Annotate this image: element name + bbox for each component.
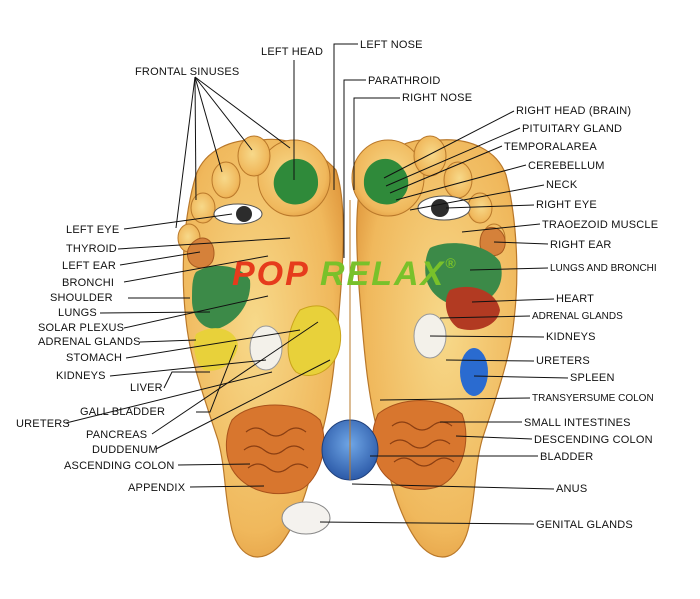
label-gall-bladder: GALL BLADDER [80,406,166,418]
left-head-zone [273,158,319,205]
left-liver-zone [194,328,238,371]
label-neck: NECK [546,179,578,191]
label-lungs-and-bronchi: LUNGS AND BRONCHI [550,263,657,274]
label-frontal-sinuses: FRONTAL SINUSES [135,66,240,78]
label-left-ear: LEFT EAR [62,260,116,272]
label-appendix: APPENDIX [128,482,186,494]
label-spleen: SPLEEN [570,372,615,384]
label-kidneys-right: KIDNEYS [546,331,596,343]
label-temporal-area: TEMPORALAREA [504,141,597,153]
right-head-zone [363,158,409,205]
left-stomach-zone [287,305,342,377]
left-toe-4 [190,192,216,224]
label-lungs: LUNGS [58,307,97,319]
right-spleen-zone [460,348,488,396]
label-kidneys-left: KIDNEYS [56,370,106,382]
left-genital-zone [281,501,331,535]
label-adrenal-glands-right: ADRENAL GLANDS [532,311,623,322]
label-right-head: RIGHT HEAD (BRAIN) [516,105,632,117]
label-right-ear: RIGHT EAR [550,239,612,251]
label-ureters-left: URETERS [16,418,70,430]
label-left-nose: LEFT NOSE [360,39,423,51]
brand-word-relax: RELAX [320,255,446,293]
label-descending-colon: DESCENDING COLON [534,434,653,446]
right-toe-4 [467,192,493,224]
right-toe-3 [443,161,473,199]
label-shoulder: SHOULDER [50,292,113,304]
right-intestine-zone [371,400,467,490]
label-adrenal-glands-left: ADRENAL GLANDS [38,336,141,348]
label-pancreas: PANCREAS [86,429,148,441]
label-ureters-right: URETERS [536,355,590,367]
left-lung-zone [192,265,251,329]
label-liver: LIVER [130,382,163,394]
label-small-intestines: SMALL INTESTINES [524,417,631,429]
label-ascending-colon: ASCENDING COLON [64,460,175,472]
label-cerebellum: CEREBELLUM [528,160,605,172]
label-anus: ANUS [556,483,588,495]
label-heart: HEART [556,293,595,305]
label-thyroid: THYROID [66,243,117,255]
label-genital-glands: GENITAL GLANDS [536,519,633,531]
label-stomach: STOMACH [66,352,123,364]
leader-lines [65,43,569,525]
label-solar-plexus: SOLAR PLEXUS [38,322,125,334]
left-intestine-zone [225,404,325,494]
label-left-head: LEFT HEAD [261,46,324,58]
label-pituitary-gland: PITUITARY GLAND [522,123,623,135]
label-bronchi: BRONCHI [62,277,115,289]
label-parathroid: PARATHROID [368,75,441,87]
label-trapezoid-muscle: TRAOEZOID MUSCLE [542,219,659,231]
left-toe-3 [211,161,241,199]
label-right-eye: RIGHT EYE [536,199,597,211]
label-right-nose: RIGHT NOSE [402,92,473,104]
registered-mark: ® [445,255,458,271]
brand-word-pop: POP [232,255,309,293]
right-toe-2 [413,135,447,177]
label-duodenum: DUDDENUM [92,444,158,456]
label-bladder: BLADDER [540,451,594,463]
brand-logo: POP RELAX® [232,255,458,294]
right-heart-zone [445,286,500,330]
left-toe-2 [237,135,271,177]
label-transverse-colon: TRANSYERSUME COLON [532,393,654,404]
left-kidney-zone [249,325,283,371]
label-left-eye: LEFT EYE [66,224,120,236]
